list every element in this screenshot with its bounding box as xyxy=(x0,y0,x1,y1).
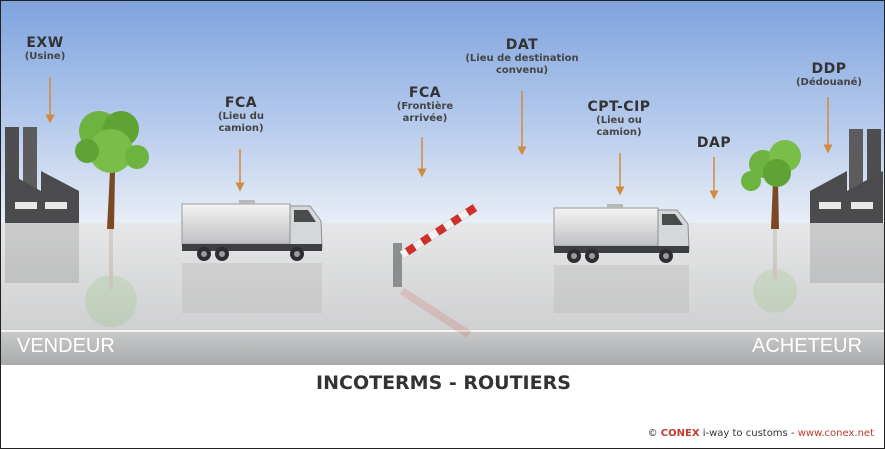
buyer-label: ACHETEUR xyxy=(752,335,863,357)
term-location: (Lieu du xyxy=(217,111,265,122)
website-link[interactable]: www.conex.net xyxy=(797,428,874,439)
term-location: (Usine) xyxy=(24,51,66,62)
term-ddp: DDP (Dédouané) xyxy=(796,61,862,89)
ground xyxy=(1,223,884,331)
sky xyxy=(1,1,884,223)
term-code: FCA xyxy=(408,85,442,101)
term-exw: EXW (Usine) xyxy=(25,35,66,63)
credit-line: © CONEX i-way to customs - www.conex.net xyxy=(648,428,874,439)
brand-name: CONEX xyxy=(660,428,700,439)
road-band xyxy=(1,331,884,365)
border-barrier-icon xyxy=(393,203,479,338)
tree-icon xyxy=(741,140,801,313)
term-cptcip: CPT-CIP (Lieu ou camion) xyxy=(587,99,650,139)
term-code: DAP xyxy=(696,135,732,151)
seller-label: VENDEUR xyxy=(17,335,115,357)
term-dap: DAP xyxy=(697,135,731,151)
truck-icon xyxy=(553,204,690,313)
term-location: convenu) xyxy=(495,65,549,76)
term-code: CPT-CIP xyxy=(587,99,651,115)
brand-tagline: i-way to customs - xyxy=(702,428,795,439)
copyright-symbol: © xyxy=(647,428,658,439)
tree-icon xyxy=(75,111,149,327)
term-location: (Frontière xyxy=(396,101,454,112)
term-fca-truck: FCA (Lieu du camion) xyxy=(218,95,264,135)
diagram-title: INCOTERMS - ROUTIERS xyxy=(316,372,571,394)
term-fca-border: FCA (Frontière arrivée) xyxy=(397,85,453,125)
term-location: (Dédouané) xyxy=(795,77,863,88)
truck-icon xyxy=(181,200,323,313)
seller-factory-icon xyxy=(5,127,79,283)
pointer-arrows xyxy=(45,77,833,200)
term-location: camion) xyxy=(596,127,642,138)
term-code: DDP xyxy=(811,61,847,77)
term-dat: DAT (Lieu de destination convenu) xyxy=(465,37,578,77)
term-code: FCA xyxy=(224,95,258,111)
term-location: (Lieu de destination xyxy=(465,53,579,64)
term-code: DAT xyxy=(505,37,539,53)
buyer-factory-icon xyxy=(810,129,884,283)
term-code: EXW xyxy=(26,35,64,51)
term-location: camion) xyxy=(218,123,264,134)
term-location: (Lieu ou xyxy=(596,115,642,126)
term-location: arrivée) xyxy=(402,113,448,124)
